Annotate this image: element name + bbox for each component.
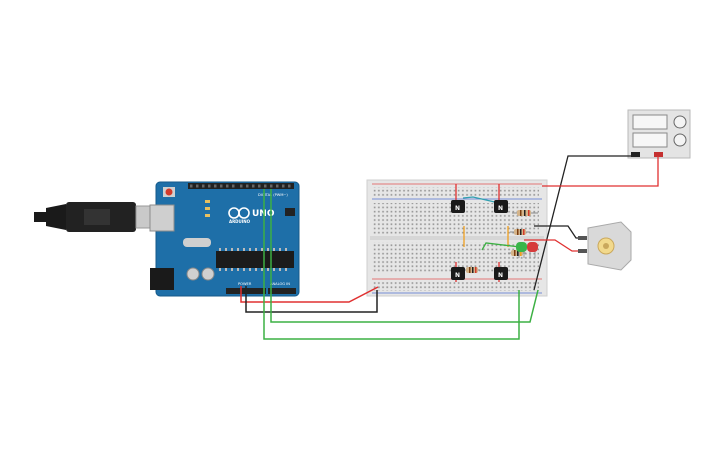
power-label: POWER (238, 282, 252, 286)
current-display (632, 132, 668, 148)
transistor-4-label: N (498, 272, 503, 279)
resistor-2[interactable] (463, 267, 480, 273)
dc-motor[interactable] (578, 221, 632, 271)
arduino-logo-icon (228, 207, 250, 219)
wire-signal-green-2[interactable] (270, 189, 539, 323)
transistor-1[interactable]: N (451, 200, 465, 213)
jumper-teal[interactable] (462, 196, 500, 204)
transistor-2-label: N (498, 205, 503, 212)
arduino-brand: ARDUINO (229, 219, 251, 224)
dc-jack (150, 268, 174, 290)
voltage-knob-icon[interactable] (673, 115, 687, 129)
digital-label: DIGITAL (PWM~) (258, 193, 288, 197)
reset-button[interactable] (165, 188, 173, 196)
resistor-3[interactable] (510, 229, 530, 235)
analog-label: ANALOG IN (270, 282, 290, 286)
resistor-1[interactable] (512, 210, 538, 216)
transistor-2[interactable]: N (494, 200, 508, 213)
transistor-3[interactable]: N (451, 267, 465, 280)
analog-header[interactable] (268, 288, 296, 294)
wire-5v-red[interactable] (240, 286, 379, 303)
wire-signal-green-1[interactable] (263, 189, 520, 340)
jumper-green[interactable] (481, 242, 521, 251)
arduino-uno-board[interactable]: DIGITAL (PWM~) ARDUINO UNO (149, 181, 300, 297)
voltage-display (632, 114, 668, 130)
transistor-1-label: N (455, 205, 460, 212)
power-supply[interactable] (627, 109, 691, 159)
transistor-3-label: N (455, 272, 460, 279)
atmega-chip (216, 251, 294, 268)
crystal (183, 238, 211, 247)
led-red[interactable] (527, 242, 538, 258)
negative-terminal[interactable] (631, 152, 640, 157)
wire-gnd-black[interactable] (245, 286, 378, 313)
wire-supply-negative-black[interactable] (533, 155, 636, 291)
usb-socket (149, 204, 175, 232)
positive-terminal[interactable] (654, 152, 663, 157)
wire-supply-positive-red[interactable] (542, 156, 659, 187)
transistor-4[interactable]: N (494, 267, 508, 280)
led-green[interactable] (516, 242, 527, 258)
current-knob-icon[interactable] (673, 133, 687, 147)
